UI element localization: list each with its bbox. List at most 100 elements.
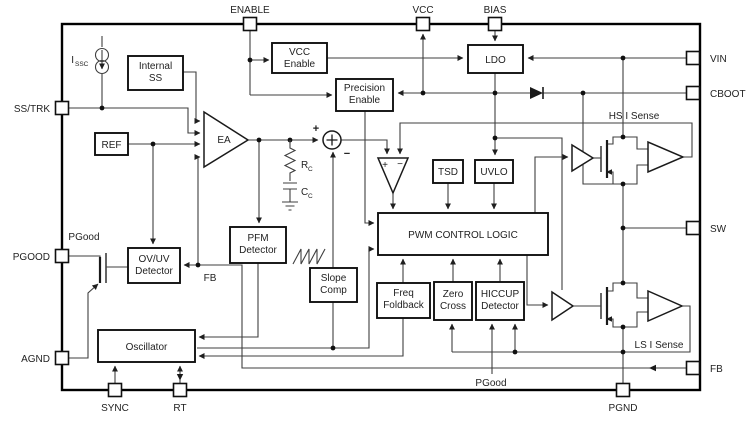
pin-sw-label: SW xyxy=(710,224,727,235)
pin-pgood-label: PGOOD xyxy=(13,252,50,263)
net-hs-i-sense-label: HS I Sense xyxy=(609,111,660,122)
sawtooth-icon xyxy=(292,248,326,265)
precision-enable-label-1: Precision xyxy=(344,83,385,94)
hs-gate-driver-icon xyxy=(571,143,595,173)
hiccup-label-1: HICCUP xyxy=(481,289,520,300)
slope-label-1: Slope xyxy=(321,273,347,284)
resistor-rc-icon xyxy=(283,140,297,181)
ls-gate-driver-icon xyxy=(551,290,575,322)
block-hiccup-detector: HICCUP Detector xyxy=(475,281,525,321)
pin-cboot-label: CBOOT xyxy=(710,89,746,100)
zero-label-2: Cross xyxy=(440,301,466,312)
pwm-label: PWM CONTROL LOGIC xyxy=(408,230,518,241)
cc-label: C xyxy=(301,187,308,198)
pin-bias: BIAS xyxy=(484,5,507,32)
hs-sense-amp-icon xyxy=(647,140,685,174)
internal-ss-label-2: SS xyxy=(149,73,163,84)
pin-enable-label: ENABLE xyxy=(230,5,270,16)
ls-sense-amp-icon xyxy=(647,289,684,323)
ic-boundary xyxy=(60,22,702,392)
block-pfm-detector: PFM Detector xyxy=(229,226,287,264)
sum-minus-sign: − xyxy=(344,148,350,160)
pin-pgnd: PGND xyxy=(609,382,638,414)
block-oscillator: Oscillator xyxy=(97,329,196,363)
ldo-label: LDO xyxy=(485,55,506,66)
hiccup-label-2: Detector xyxy=(481,301,519,312)
block-tsd: TSD xyxy=(432,159,464,184)
block-uvlo: UVLO xyxy=(474,159,514,184)
comparator-plus-sign: + xyxy=(382,160,388,171)
capacitor-cc-icon xyxy=(283,182,297,202)
tsd-label: TSD xyxy=(438,167,458,178)
ovuv-label-2: Detector xyxy=(135,266,173,277)
pin-sync: SYNC xyxy=(101,382,129,414)
pin-sw: SW xyxy=(685,220,727,236)
pin-pgood: PGOOD xyxy=(13,248,70,264)
pin-cboot: CBOOT xyxy=(685,85,746,101)
summing-node-icon xyxy=(322,130,342,150)
issc-label-sub: SSC xyxy=(75,61,89,68)
hs-mosfet-icon xyxy=(600,140,612,178)
pin-pgnd-label: PGND xyxy=(609,403,638,414)
block-precision-enable: Precision Enable xyxy=(335,78,394,112)
comparator-minus-sign: − xyxy=(397,159,403,170)
pgood-mosfet-icon xyxy=(98,253,107,283)
issc-label: I xyxy=(71,55,74,66)
pin-vin: VIN xyxy=(685,50,727,66)
pin-ss-trk: SS/TRK xyxy=(14,100,70,116)
ls-mosfet-icon xyxy=(600,287,612,325)
zero-label-1: Zero xyxy=(443,289,464,300)
cc-label-sub: C xyxy=(308,193,313,200)
pin-fb: FB xyxy=(685,360,723,376)
pin-agnd: AGND xyxy=(21,350,70,366)
rt-down-arrow xyxy=(176,374,184,381)
freq-label-1: Freq xyxy=(393,288,414,299)
pin-bias-label: BIAS xyxy=(484,5,507,16)
pin-sync-label: SYNC xyxy=(101,403,129,414)
oscillator-label: Oscillator xyxy=(126,342,168,353)
slope-label-2: Comp xyxy=(320,285,347,296)
pfm-label-2: Detector xyxy=(239,245,277,256)
ea-label: EA xyxy=(217,135,231,146)
pwm-comparator-icon xyxy=(376,157,410,195)
block-vcc-enable: VCC Enable xyxy=(271,42,328,74)
pin-agnd-label: AGND xyxy=(21,354,50,365)
precision-enable-label-2: Enable xyxy=(349,95,381,106)
error-amplifier-icon xyxy=(203,110,250,169)
junction-dots xyxy=(99,55,626,355)
block-freq-foldback: Freq Foldback xyxy=(376,282,431,319)
issc-current-source-icon xyxy=(94,47,110,75)
pin-ss-trk-label: SS/TRK xyxy=(14,104,50,115)
sum-plus-sign: + xyxy=(313,123,319,135)
pin-rt-label: RT xyxy=(173,403,186,414)
block-internal-ss: Internal SS xyxy=(127,55,184,91)
pin-vin-label: VIN xyxy=(710,54,727,65)
net-pgood-bottom-label: PGood xyxy=(475,378,506,389)
rc-label-sub: C xyxy=(308,166,313,173)
pin-vcc-label: VCC xyxy=(412,5,433,16)
pin-vcc: VCC xyxy=(412,5,434,32)
block-ref: REF xyxy=(94,132,129,156)
diode-icon xyxy=(530,87,544,99)
block-ldo: LDO xyxy=(467,44,524,74)
block-slope-comp: Slope Comp xyxy=(309,267,358,303)
ref-label: REF xyxy=(102,140,122,151)
wire-layer xyxy=(69,31,693,383)
block-ovuv-detector: OV/UV Detector xyxy=(127,247,181,284)
block-pwm-control-logic: PWM CONTROL LOGIC xyxy=(377,212,549,256)
uvlo-label: UVLO xyxy=(480,167,507,178)
pfm-label-1: PFM xyxy=(247,233,268,244)
net-fb-label: FB xyxy=(204,273,217,284)
freq-label-2: Foldback xyxy=(383,300,425,311)
internal-ss-label-1: Internal xyxy=(139,61,172,72)
net-pgood-top-label: PGood xyxy=(68,232,99,243)
vcc-enable-label-2: Enable xyxy=(284,59,316,70)
rc-label: R xyxy=(301,160,308,171)
net-ls-i-sense-label: LS I Sense xyxy=(635,340,684,351)
ground-icon xyxy=(282,201,298,211)
fb-line-arrow xyxy=(649,364,656,372)
ovuv-label-1: OV/UV xyxy=(138,254,169,265)
pin-rt: RT xyxy=(172,382,188,414)
